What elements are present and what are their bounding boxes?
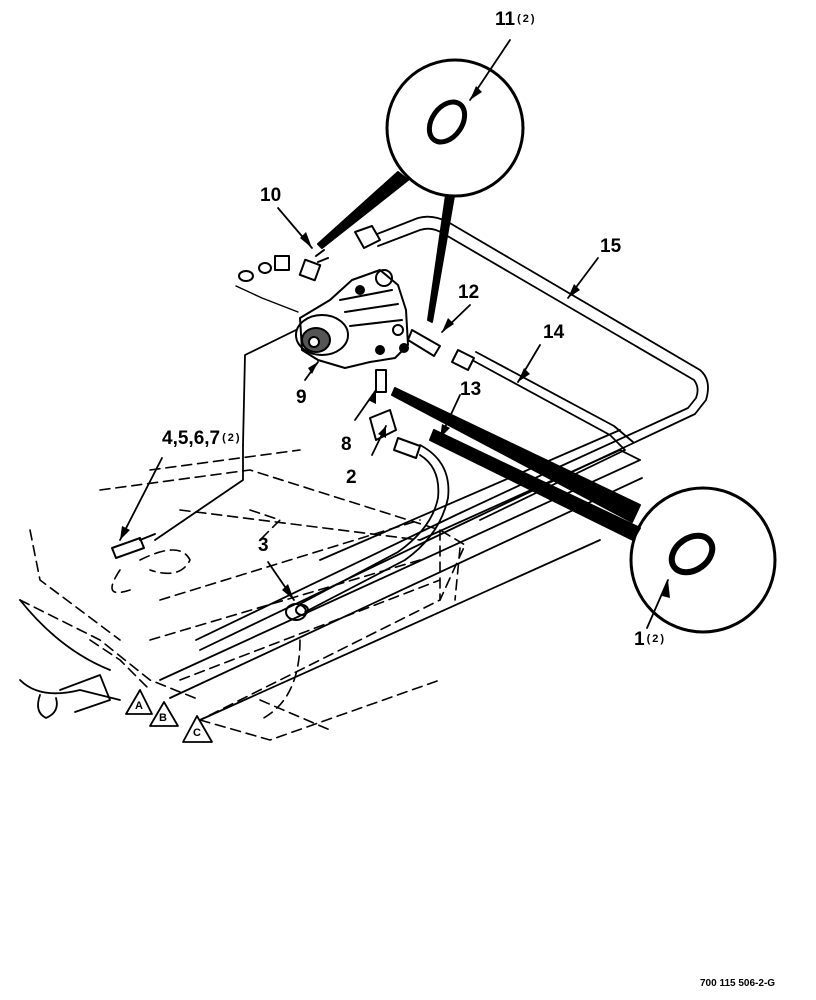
marker-a-triangle xyxy=(125,689,153,715)
callout-3: 3 xyxy=(258,536,269,555)
marker-c-triangle xyxy=(182,715,213,743)
hose-13 xyxy=(299,444,450,613)
fitting-8 xyxy=(375,369,387,393)
callout-14-num: 14 xyxy=(543,322,565,343)
marker-a-label: A xyxy=(135,700,143,712)
detail-wedge-top-2 xyxy=(427,194,455,323)
detail-circle-top xyxy=(385,58,525,198)
bolt-4567 xyxy=(111,533,156,559)
callout-11: 11(2) xyxy=(495,10,537,29)
callout-8: 8 xyxy=(341,435,352,454)
callout-14: 14 xyxy=(543,323,564,342)
callout-1-qty: (2) xyxy=(646,633,667,645)
fitting-12 xyxy=(407,329,475,371)
frame-rails xyxy=(19,429,643,721)
callout-9: 9 xyxy=(296,388,307,407)
tube-15 xyxy=(195,215,709,651)
washer-stack xyxy=(238,255,290,282)
callout-2-num: 2 xyxy=(346,467,357,488)
callout-9-num: 9 xyxy=(296,387,307,408)
callout-13-num: 13 xyxy=(460,379,482,400)
marker-b-label: B xyxy=(159,712,167,724)
elbow-2 xyxy=(369,409,421,459)
callout-11-num: 11 xyxy=(495,9,516,30)
fitting-10 xyxy=(298,225,381,282)
callout-1-num: 1 xyxy=(634,629,645,650)
detail-circle-bottom xyxy=(629,486,777,634)
callout-12: 12 xyxy=(458,283,479,302)
frame-outline xyxy=(19,449,466,741)
marker-c-label: C xyxy=(193,727,201,739)
callout-13: 13 xyxy=(460,380,481,399)
callout-15: 15 xyxy=(600,237,621,256)
callout-4567: 4,5,6,7(2) xyxy=(162,429,242,448)
arrow-heads xyxy=(120,86,670,600)
o-ring-bottom xyxy=(668,532,716,576)
callout-10: 10 xyxy=(260,186,281,205)
callout-12-num: 12 xyxy=(458,282,480,303)
pump-9 xyxy=(295,269,409,369)
callout-15-num: 15 xyxy=(600,236,622,257)
detail-wedge-bottom-2 xyxy=(429,429,641,541)
detail-wedge-top xyxy=(317,171,409,249)
callout-4567-qty: (2) xyxy=(222,432,242,444)
o-ring-top xyxy=(426,99,468,145)
callout-1: 1(2) xyxy=(634,630,666,649)
connection-markers xyxy=(125,689,213,743)
callout-10-num: 10 xyxy=(260,185,282,206)
callout-3-num: 3 xyxy=(258,535,269,556)
callout-4567-num: 4,5,6,7 xyxy=(162,428,221,449)
marker-b-triangle xyxy=(149,701,179,727)
callout-2: 2 xyxy=(346,468,357,487)
callout-8-num: 8 xyxy=(341,434,352,455)
figure-ref: 700 115 506-2-G xyxy=(700,978,776,989)
callout-11-qty: (2) xyxy=(517,13,537,25)
washer-guide xyxy=(235,285,299,313)
